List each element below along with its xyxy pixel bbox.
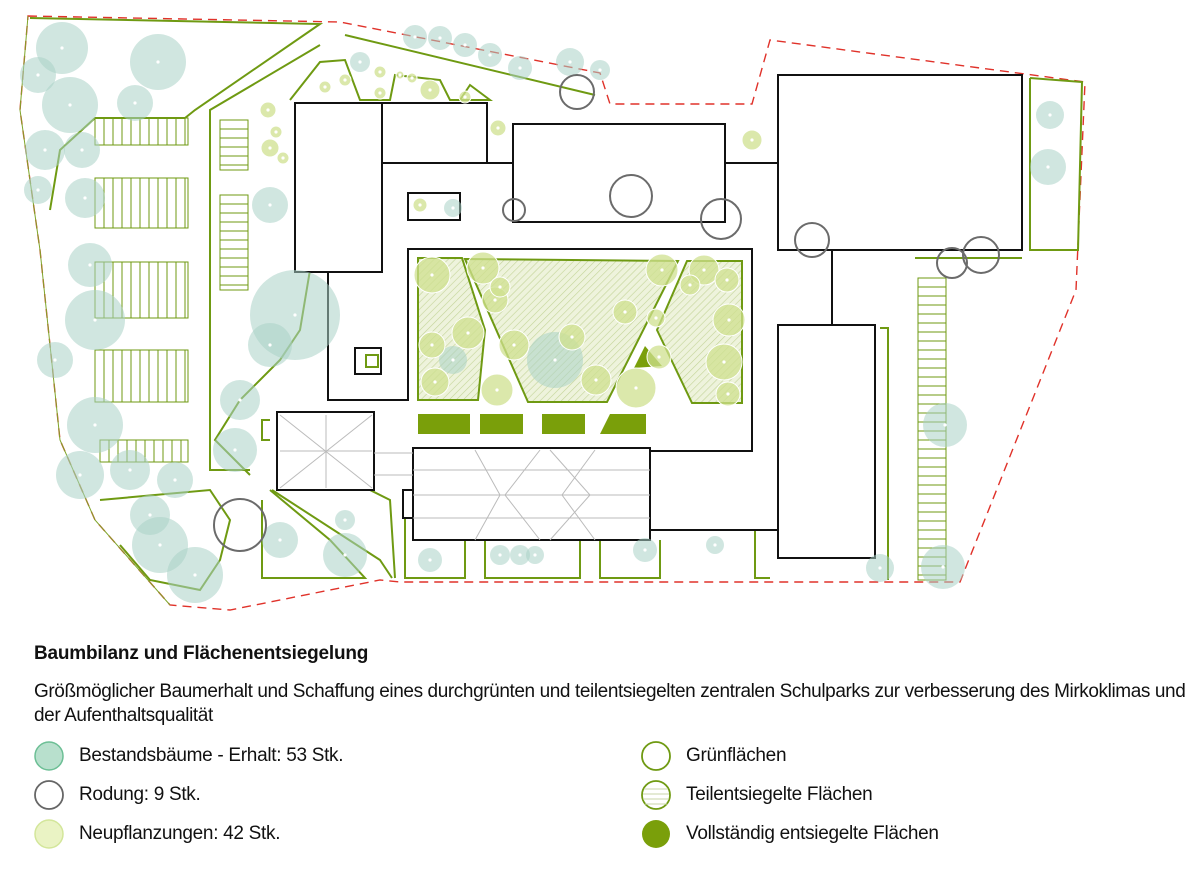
parking-bay [94,177,189,229]
felled-tree [213,498,267,552]
existing-tree-icon [34,741,64,771]
parking-bay [94,349,189,403]
legend-item-new-trees: Neupflanzungen: 42 Stk. [33,818,281,850]
legend-label: Grünflächen [686,745,787,766]
legend-description: Größmöglicher Baumerhalt und Schaffung e… [34,681,1186,726]
partially-unsealed-icon [641,780,671,810]
felled-trees [213,74,1000,552]
legend-label: Rodung: 9 Stk. [79,784,201,805]
legend-label: Teilentsiegelte Flächen [686,784,873,805]
felled-tree [700,198,742,240]
legend-label: Vollständig entsiegelte Flächen [686,823,939,844]
felled-tree [609,174,653,218]
legend-item-existing-trees: Bestandsbäume - Erhalt: 53 Stk. [33,740,344,772]
legend-title: Baumbilanz und Flächenentsiegelung [34,643,369,664]
property-boundary [19,15,1086,611]
new-tree-icon [34,819,64,849]
fully-unsealed-areas [418,346,662,434]
felled-tree [962,236,1000,274]
new-trees [259,65,763,409]
existing-trees [20,22,1066,603]
legend-item-felled-trees: Rodung: 9 Stk. [33,779,201,811]
felled-tree [936,247,968,279]
felled-tree [502,198,526,222]
legend-item-green-areas: Grünflächen [640,740,787,772]
fully-unsealed-icon [642,820,670,848]
parking-bay [219,119,249,171]
roof-lines [279,414,650,541]
green-area-icon [641,741,671,771]
felled-tree [794,222,830,258]
felled-tree-icon [34,780,64,810]
site-plan [19,15,1086,611]
felled-tree [559,74,595,110]
legend-item-fully-unsealed: Vollständig entsiegelte Flächen [640,818,939,850]
parking-bay [94,117,189,146]
legend-label: Neupflanzungen: 42 Stk. [79,823,281,844]
legend-label: Bestandsbäume - Erhalt: 53 Stk. [79,745,344,766]
buildings [276,74,1023,559]
legend-item-partially-unsealed: Teilentsiegelte Flächen [640,779,873,811]
